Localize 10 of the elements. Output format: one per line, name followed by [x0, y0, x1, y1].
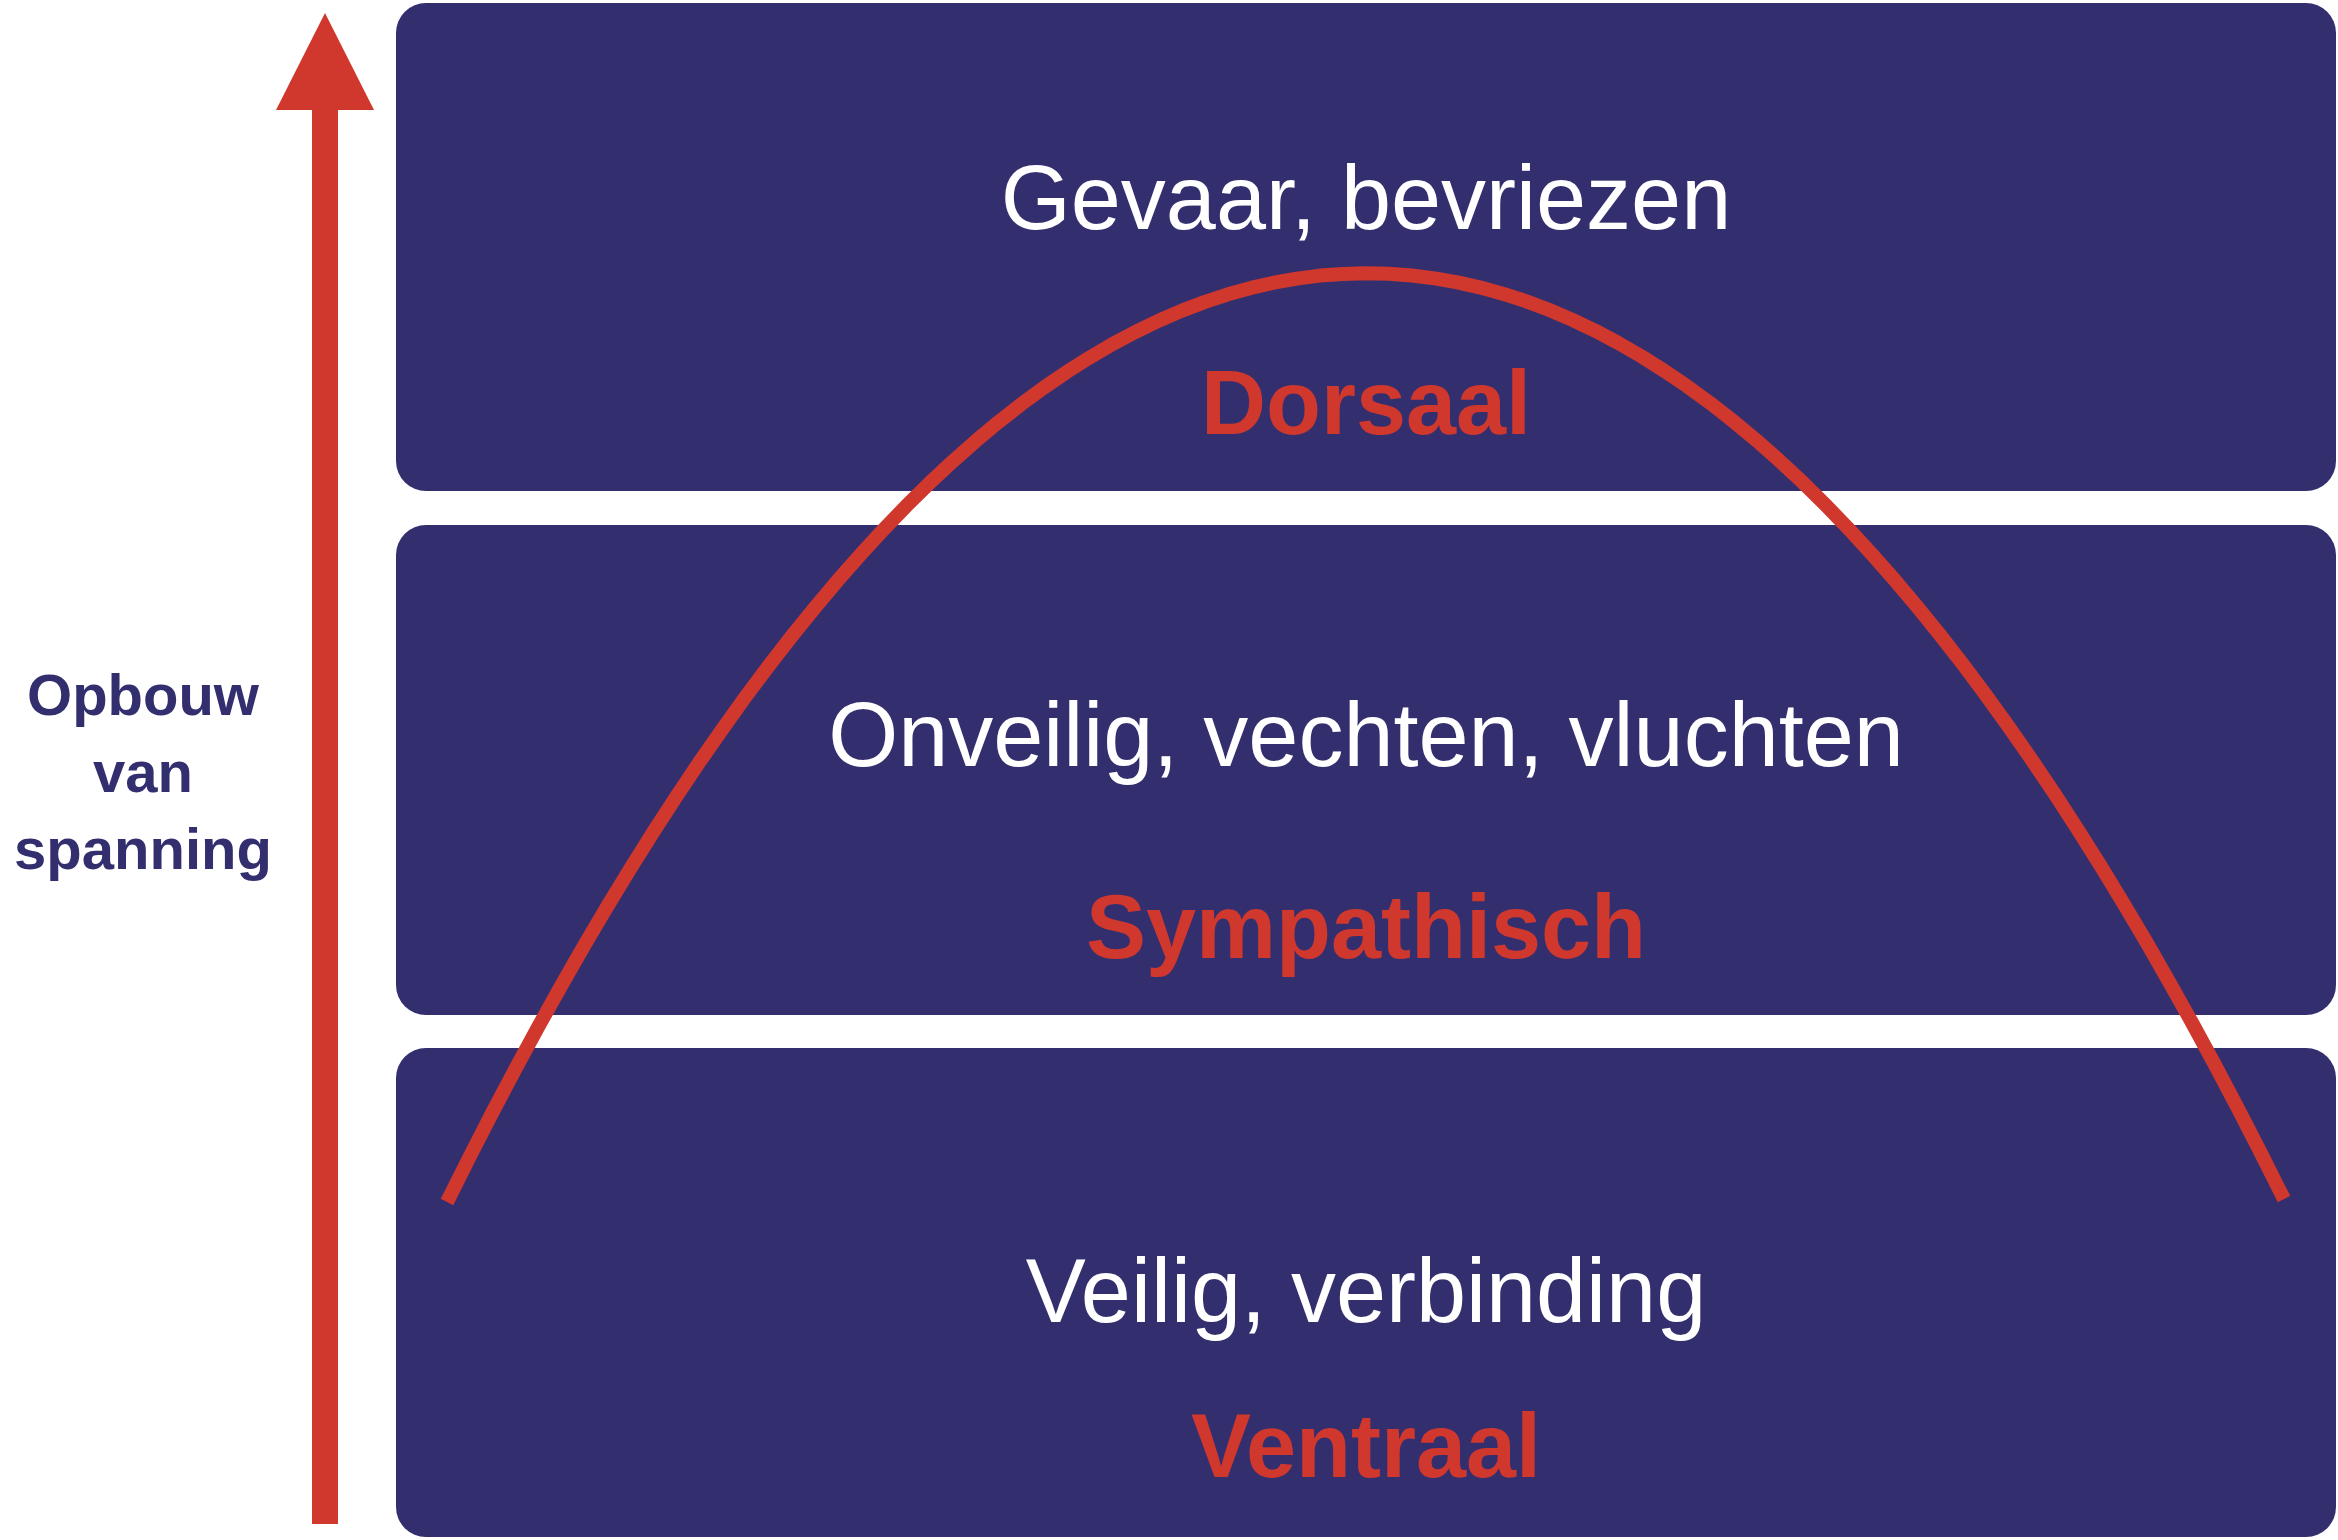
- state-text: Gevaar, bevriezen: [1000, 148, 1732, 248]
- layer-band: [396, 525, 2336, 1015]
- state-text: Veilig, verbinding: [1025, 1241, 1707, 1341]
- layer-name: Ventraal: [1190, 1396, 1542, 1496]
- layer-name: Dorsaal: [1200, 353, 1532, 453]
- state-text: Onveilig, vechten, vluchten: [828, 685, 1904, 785]
- layer-band: [396, 3, 2336, 491]
- axis-label: Opbouw van spanning: [13, 661, 273, 883]
- layer-band: [396, 1048, 2336, 1537]
- layer-name: Sympathisch: [1085, 877, 1647, 977]
